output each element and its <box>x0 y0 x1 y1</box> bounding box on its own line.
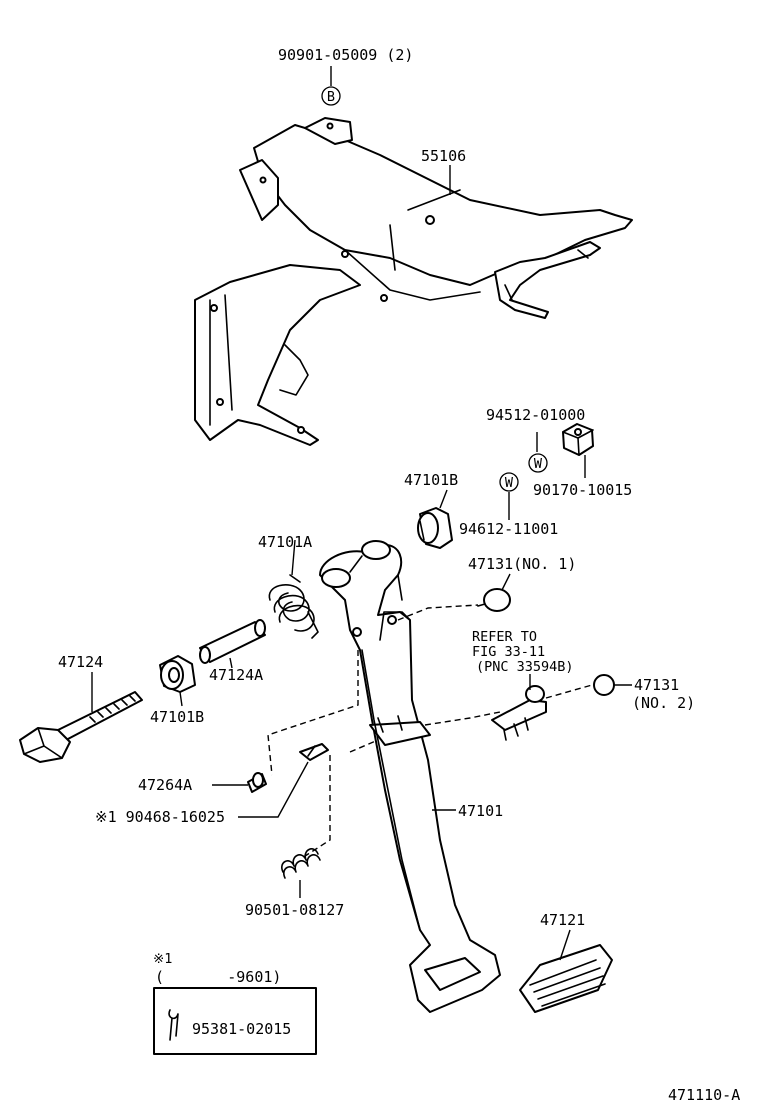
bolt-b-marker: B <box>321 86 341 106</box>
pivot-bolt <box>19 691 143 763</box>
label-stopper-1: 47131(NO. 1) <box>468 555 576 573</box>
bolt-b-marker-text: B <box>327 89 335 105</box>
label-clip: ※1 90468-16025 <box>95 808 225 826</box>
pivot-collar <box>199 619 266 664</box>
figure-id: 471110-A <box>668 1086 740 1104</box>
label-bushing-lower: 47101B <box>150 708 204 726</box>
washer-w2-marker: W <box>499 472 519 492</box>
pedal-pad <box>519 944 613 1013</box>
switch-bracket <box>491 685 547 741</box>
label-washer-w1: 94512-01000 <box>486 406 585 424</box>
washer-w1-marker-text: W <box>534 456 543 472</box>
label-bolt-pivot: 47124 <box>58 653 103 671</box>
upper-bushing <box>417 507 453 549</box>
label-refer-line3: (PNC 33594B) <box>476 659 574 675</box>
washer-w1-marker: W <box>528 453 548 473</box>
pedal-support-bracket <box>194 117 633 446</box>
lower-bushing <box>159 655 196 693</box>
washer-w2-marker-text: W <box>505 475 514 491</box>
label-pin: 47264A <box>138 776 192 794</box>
return-spring <box>281 848 321 879</box>
label-washer-w2: 94612-11001 <box>459 520 558 538</box>
label-bushing-upper: 47101B <box>404 471 458 489</box>
label-spring: 47101A <box>258 533 312 551</box>
label-refer-line2: FIG 33-11 <box>472 644 545 660</box>
label-nut: 90170-10015 <box>533 481 632 499</box>
label-return-spring: 90501-08127 <box>245 901 344 919</box>
brake-pedal-arm <box>319 540 501 1013</box>
label-note-mark: ※1 <box>153 951 172 967</box>
stopper-no2 <box>593 674 615 696</box>
label-stopper-2a: 47131 <box>634 676 679 694</box>
note-box <box>153 987 317 1055</box>
nut <box>562 423 594 456</box>
pedal-spring <box>268 574 319 639</box>
clip <box>299 743 329 761</box>
label-pedal-pad: 47121 <box>540 911 585 929</box>
label-bolt-b: 90901-05009 (2) <box>278 46 413 64</box>
clevis-pin <box>247 772 267 793</box>
label-stopper-2b: (NO. 2) <box>632 694 695 712</box>
stopper-no1 <box>477 588 511 612</box>
label-pedal: 47101 <box>458 802 503 820</box>
label-note-part: 95381-02015 <box>192 1020 291 1038</box>
label-refer-line1: REFER TO <box>472 629 537 645</box>
cotter-pin-icon <box>168 1009 179 1041</box>
label-collar: 47124A <box>209 666 263 684</box>
label-note-range: ( -9601) <box>155 968 281 986</box>
label-bracket: 55106 <box>421 147 466 165</box>
